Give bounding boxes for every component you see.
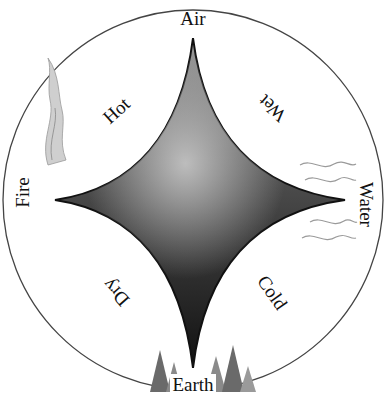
- outer-circle: [3, 10, 383, 390]
- element-label: Air: [178, 8, 207, 29]
- quality-label: Wet: [252, 89, 291, 127]
- element-label: Water: [355, 180, 376, 229]
- star-highlight: [55, 38, 345, 368]
- elements-star: [55, 38, 345, 368]
- quality-label: Cold: [252, 269, 293, 315]
- element-label: Fire: [11, 175, 32, 210]
- flame-icon: [46, 58, 66, 165]
- quality-label: Dry: [97, 273, 135, 312]
- quality-label: Hot: [97, 91, 135, 128]
- element-label: Earth: [170, 374, 215, 395]
- flame-icon: [51, 108, 56, 160]
